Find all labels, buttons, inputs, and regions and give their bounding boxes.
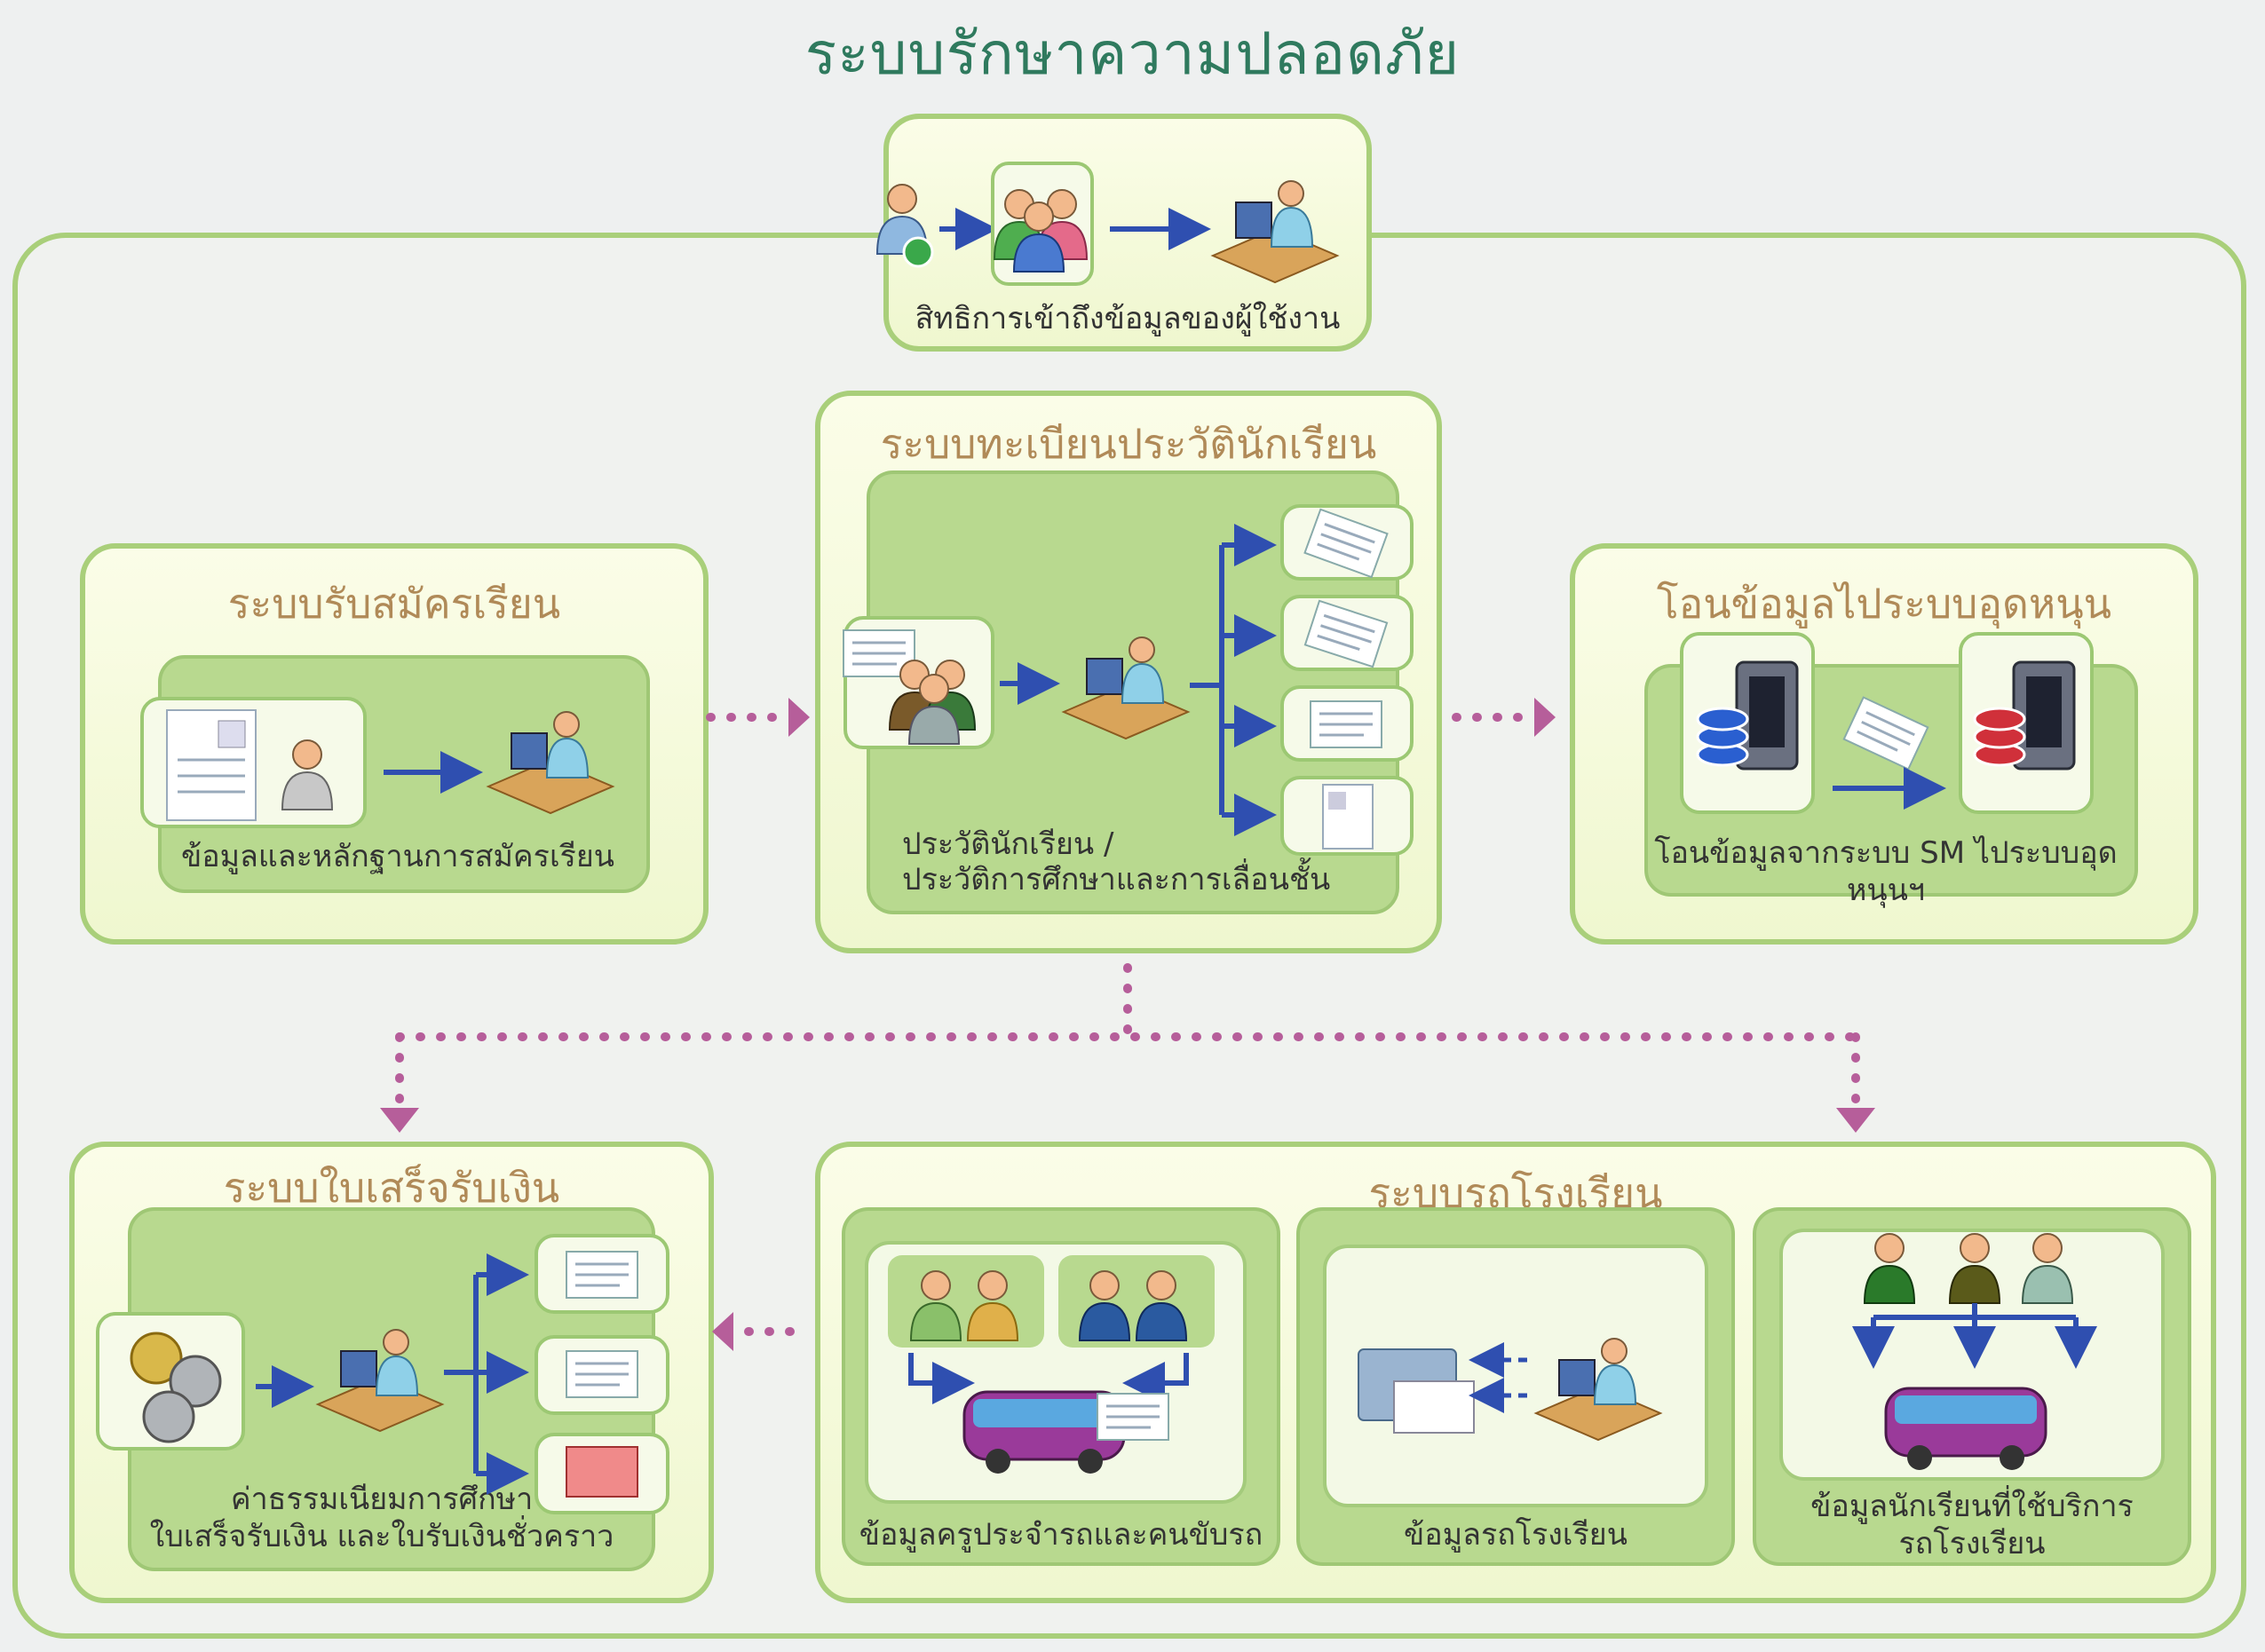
admission-title: ระบบรับสมัครเรียน	[227, 580, 561, 628]
transfer-documents-icon	[1842, 696, 1929, 771]
target-database-server-icon	[1973, 660, 2076, 771]
id-card-stack-icon	[1303, 599, 1389, 668]
registry-panel: ระบบทะเบียนประวัตินักเรียน	[815, 391, 1442, 953]
id-card-icon	[1309, 700, 1383, 749]
new-user-icon	[876, 184, 934, 268]
dotted-arrowheads	[380, 698, 1875, 1351]
bus-students-caption-line2: รถโรงเรียน	[1898, 1526, 2046, 1561]
access-caption: สิทธิการเข้าถึงข้อมูลของผู้ใช้งาน	[915, 301, 1341, 336]
staff-documents-icon	[1096, 1392, 1170, 1442]
student-branch-arrows	[1852, 1303, 2097, 1369]
registry-title: ระบบทะเบียนประวัตินักเรียน	[880, 420, 1377, 468]
operator-icon	[1212, 180, 1338, 283]
registry-caption-line1: ประวัตินักเรียน /	[902, 826, 1114, 862]
page-title: ระบบรักษาความปลอดภัย	[804, 20, 1461, 88]
vehicle-operator-icon	[1535, 1338, 1661, 1441]
source-database-server-icon	[1696, 660, 1799, 771]
bus-students-caption-line1: ข้อมูลนักเรียนที่ใช้บริการ	[1810, 1489, 2134, 1524]
receipt-operator-icon	[317, 1329, 443, 1432]
registry-caption-line2: ประวัติการศึกษาและการเลื่อนชั้น	[902, 862, 1331, 897]
receipt-caption-line1: ค่าธรรมเนียมการศึกษา	[230, 1482, 534, 1517]
transfer-caption: โอนข้อมูลจากระบบ SM ไประบบอุดหนุนฯ	[1654, 835, 2118, 908]
registry-branch-arrows	[1190, 524, 1277, 836]
transcript-icon	[1322, 784, 1374, 850]
student-bus-icon	[1884, 1387, 2047, 1472]
application-form-icon	[166, 709, 257, 821]
bus-vehicle-caption: ข้อมูลรถโรงเรียน	[1404, 1517, 1627, 1553]
vehicle-arrows	[1469, 1342, 1527, 1413]
receipts-icon	[565, 1250, 639, 1300]
dotted-connectors	[395, 713, 1860, 1336]
document-stack-icon	[1303, 508, 1389, 579]
admission-operator-icon	[487, 711, 614, 814]
invoice-stack-icon	[565, 1349, 639, 1399]
bus-staff-caption: ข้อมูลครูประจำรถและคนขับรถ	[859, 1517, 1263, 1553]
drivers-icon	[1058, 1255, 1215, 1348]
receipt-title: ระบบใบเสร็จรับเงิน	[223, 1164, 560, 1212]
registry-operator-icon	[1063, 636, 1189, 739]
student-users-icon	[1864, 1233, 2073, 1304]
applicant-icon	[281, 739, 333, 810]
receipt-caption-line2: ใบเสร็จรับเงิน และใบรับเงินชั่วคราว	[149, 1519, 614, 1554]
folder-icon	[1358, 1348, 1475, 1434]
teachers-icon	[888, 1255, 1044, 1348]
admission-caption: ข้อมูลและหลักฐานการสมัครเรียน	[180, 839, 614, 874]
transfer-title: โอนข้อมูลไประบบอุดหนุน	[1656, 580, 2112, 628]
student-records-icon	[842, 628, 976, 745]
coins-icon	[130, 1332, 222, 1443]
temporary-receipt-icon	[566, 1446, 638, 1498]
receipt-branch-arrows	[444, 1253, 529, 1495]
user-group-icon	[991, 162, 1094, 286]
staff-arrows	[908, 1353, 1189, 1404]
